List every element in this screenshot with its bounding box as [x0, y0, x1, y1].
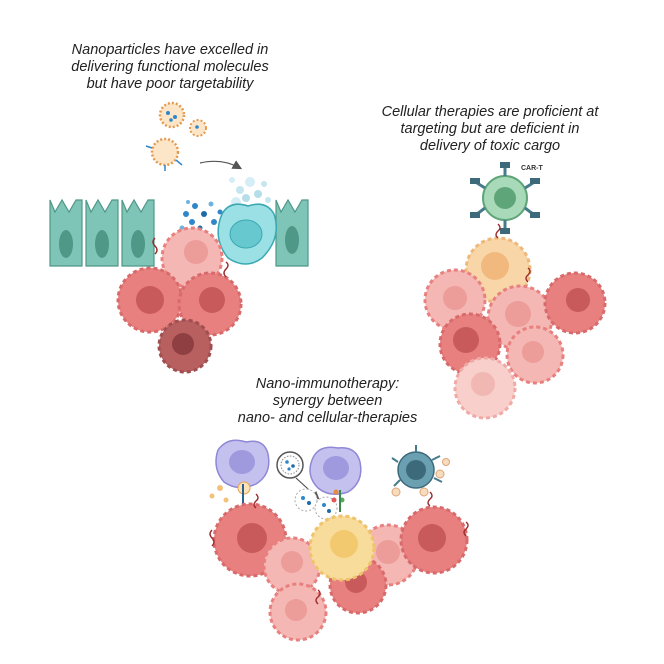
car-t-label: CAR-T [521, 165, 543, 172]
caption-line: but have poor targetability [86, 76, 254, 92]
dendritic-cell [391, 445, 450, 497]
nano-immunotherapy-caption: Nano-immunotherapy: synergy between nano… [205, 376, 450, 427]
nanoparticle-zoom-icon [276, 451, 304, 479]
nanoparticle-panel [49, 101, 309, 374]
tumor-marker-icon [525, 267, 531, 283]
nano-immunotherapy-panel [209, 439, 469, 642]
immune-cell [215, 439, 270, 489]
delivery-arrow-icon [199, 160, 243, 170]
nanoparticle-cloud [294, 488, 345, 520]
epithelial-cell [121, 198, 155, 267]
nanoparticle-icon [158, 101, 186, 129]
tumor-marker-icon [495, 223, 501, 239]
nanoparticle-icon [145, 137, 183, 171]
tumor-cell [423, 268, 487, 332]
tumor-marker-icon [223, 261, 229, 278]
tumor-cell [157, 318, 213, 374]
caption-line: nano- and cellular-therapies [237, 410, 418, 426]
tumor-cell [399, 505, 469, 575]
tumor-marker-icon [253, 493, 259, 509]
tumor-cell [116, 266, 184, 334]
caption-line: Nanoparticles have excelled in [71, 42, 269, 58]
tumor-marker-icon [209, 529, 215, 547]
caption-line: Cellular therapies are proficient at [381, 104, 599, 120]
tumor-cell [177, 271, 243, 337]
epithelial-cell [275, 198, 309, 267]
nanoparticle-cloud [179, 200, 223, 231]
nanoparticle-icon [189, 119, 207, 137]
caption-line: delivering functional molecules [71, 59, 269, 75]
caption-line: delivery of toxic cargo [419, 138, 561, 154]
tumor-marker-icon [152, 237, 158, 255]
tumor-cell [268, 582, 328, 642]
immune-cell [309, 446, 362, 495]
tumor-cell [453, 356, 517, 420]
cellular-therapy-caption: Cellular therapies are proficient at tar… [355, 104, 625, 155]
epithelial-cell [49, 198, 83, 267]
tumor-marker-icon [427, 491, 433, 507]
tumor-cell [308, 514, 376, 582]
cellular-therapy-panel: CAR-T [423, 162, 607, 420]
tumor-cell [505, 325, 565, 385]
tumor-cell [543, 271, 607, 335]
car-t-cell [470, 162, 540, 234]
tumor-marker-icon [315, 589, 321, 605]
macrophage-cell [217, 203, 277, 265]
nanoparticle-caption: Nanoparticles have excelled in deliverin… [40, 42, 300, 93]
released-cargo-cloud [229, 177, 271, 207]
caption-line: targeting but are deficient in [400, 121, 580, 137]
caption-line: Nano-immunotherapy: [255, 376, 400, 392]
epithelial-cell [85, 198, 119, 267]
caption-line: synergy between [272, 393, 383, 409]
tumor-marker-icon [463, 521, 469, 537]
tumor-cell [262, 536, 322, 596]
